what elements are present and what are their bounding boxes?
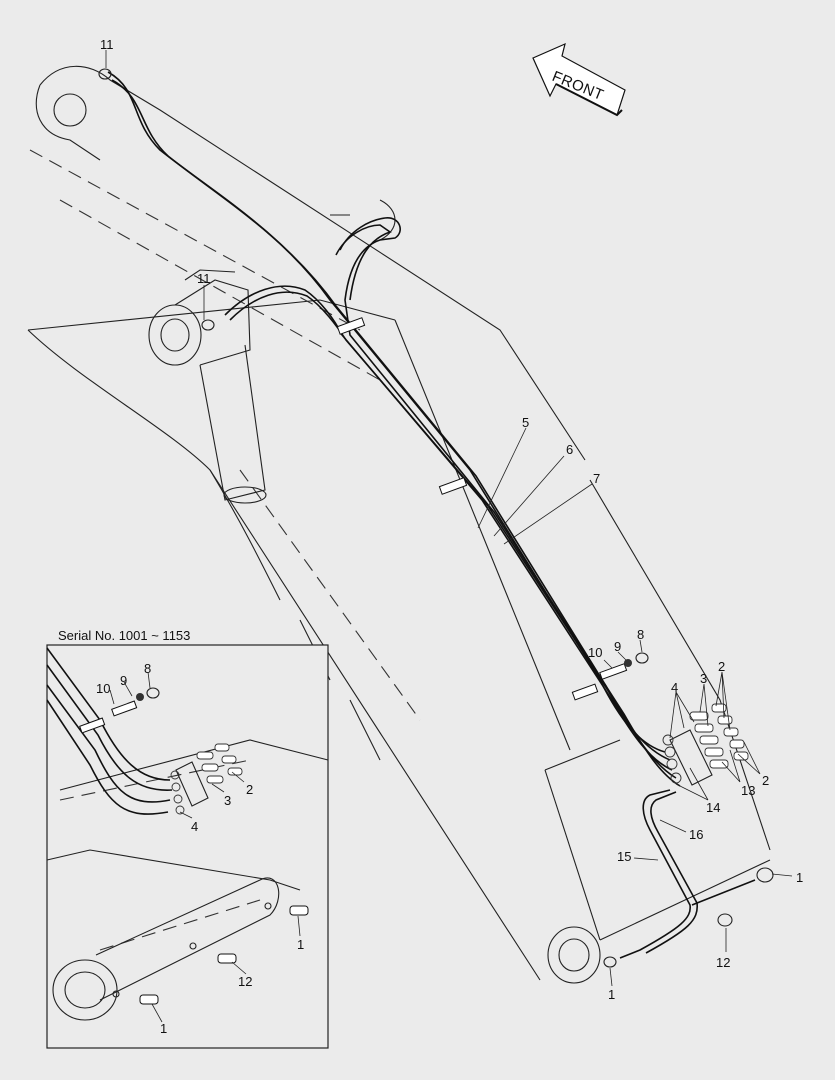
inset-callout-1: 1 — [160, 1021, 168, 1036]
inset-callout-9: 9 — [120, 673, 128, 688]
callout-16: 16 — [689, 827, 704, 842]
callout-14: 14 — [706, 800, 721, 815]
callout-4: 4 — [671, 680, 679, 695]
callout-2: 2 — [718, 659, 726, 674]
callout-11: 11 — [100, 37, 114, 52]
callout-10: 10 — [588, 645, 603, 660]
callout-11: 11 — [197, 271, 211, 286]
inset-callout-10: 10 — [96, 681, 111, 696]
callout-1: 1 — [608, 987, 616, 1002]
inset-callout-8: 8 — [144, 661, 152, 676]
inset-callout-12: 12 — [238, 974, 253, 989]
callout-6: 6 — [566, 442, 574, 457]
callout-3: 3 — [700, 671, 708, 686]
manifold-fittings — [98, 68, 749, 968]
hose-bundle — [107, 71, 774, 959]
callout-12: 12 — [716, 955, 731, 970]
front-arrow-icon — [532, 42, 626, 117]
callout-5: 5 — [522, 415, 530, 430]
boom-outline — [27, 65, 771, 984]
callout-13: 13 — [741, 783, 756, 798]
inset-callout-1: 1 — [297, 937, 305, 952]
leader-lines — [105, 50, 793, 987]
callout-2: 2 — [762, 773, 770, 788]
inset-detail — [46, 644, 329, 1049]
arm-cylinder — [148, 269, 267, 504]
inset-callout-4: 4 — [191, 819, 199, 834]
callout-7: 7 — [593, 471, 601, 486]
callout-9: 9 — [614, 639, 622, 654]
callout-1: 1 — [796, 870, 804, 885]
inset-title: Serial No. 1001 ~ 1153 — [58, 628, 191, 643]
inset-callout-3: 3 — [224, 793, 232, 808]
callout-15: 15 — [617, 849, 632, 864]
callout-8: 8 — [637, 627, 645, 642]
inset-callout-2: 2 — [246, 782, 254, 797]
